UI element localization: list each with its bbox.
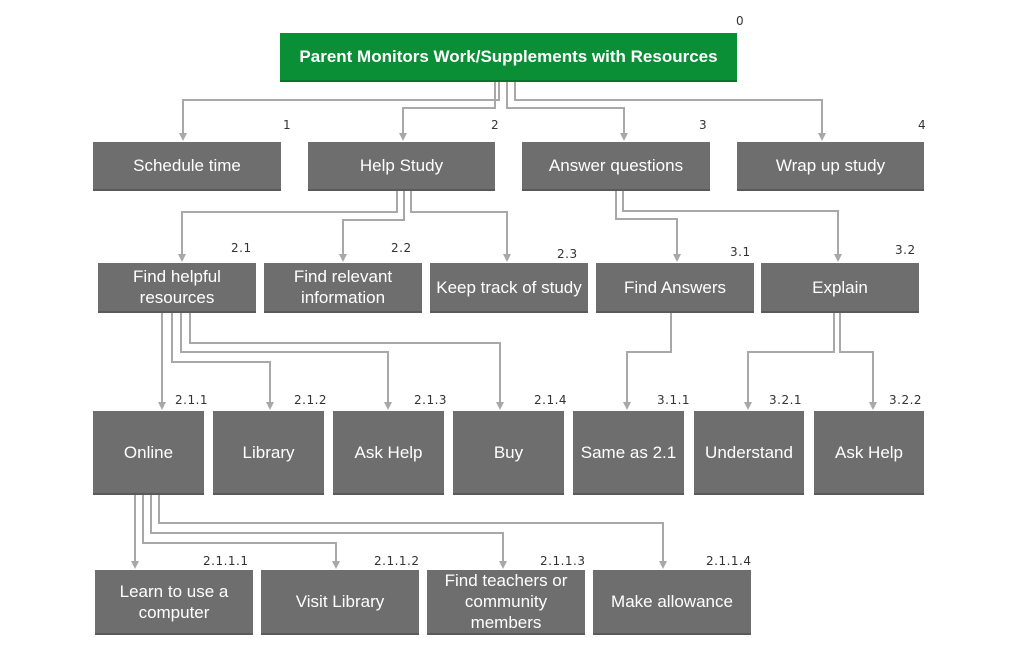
node-number-2-1-2: 2.1.2 bbox=[294, 393, 328, 407]
edge-2.1.1-2.1.1.3 bbox=[150, 495, 507, 569]
edge-3-3.1 bbox=[615, 191, 681, 262]
node-label-2-1-2: Library bbox=[242, 442, 295, 462]
node-2: Help Study bbox=[308, 142, 495, 191]
node-4: Wrap up study bbox=[737, 142, 924, 191]
node-label-4: Wrap up study bbox=[775, 156, 886, 175]
node-2-3: Keep track of study bbox=[430, 263, 588, 313]
node-2-1-1-4: Make allowance bbox=[593, 570, 751, 635]
node-number-2-1-1-1: 2.1.1.1 bbox=[203, 554, 249, 568]
node-label-3: Answer questions bbox=[548, 156, 684, 175]
node-number-3-1: 3.1 bbox=[730, 245, 751, 259]
node-number-2-1-1-3: 2.1.1.3 bbox=[540, 554, 586, 568]
node-label-1: Schedule time bbox=[133, 156, 241, 175]
node-2-1-1-1: Learn to use a computer bbox=[95, 570, 253, 635]
node-2-1-4: Buy bbox=[453, 411, 564, 495]
edge-3.1-3.1.1 bbox=[623, 313, 672, 410]
edge-3.2-3.2.1 bbox=[744, 313, 835, 410]
node-label-3-1-1: Same as 2.1 bbox=[580, 442, 677, 462]
edge-2-2.2 bbox=[339, 191, 405, 262]
node-label-2-1-3: Ask Help bbox=[354, 442, 423, 462]
edge-0-3 bbox=[506, 82, 628, 141]
node-number-3-2-2: 3.2.2 bbox=[889, 393, 923, 407]
edge-2-2.1 bbox=[178, 191, 398, 262]
node-2-1-2: Library bbox=[213, 411, 324, 495]
node-2-1-1: Online bbox=[93, 411, 204, 495]
node-3-2: Explain bbox=[761, 263, 919, 313]
node-number-3: 3 bbox=[699, 118, 708, 132]
node-3: Answer questions bbox=[522, 142, 710, 191]
node-number-3-1-1: 3.1.1 bbox=[657, 393, 691, 407]
edge-2.1-2.1.4 bbox=[189, 313, 504, 410]
node-number-1: 1 bbox=[283, 118, 292, 132]
node-number-2-1-1-2: 2.1.1.2 bbox=[374, 554, 420, 568]
node-number-2-3: 2.3 bbox=[557, 247, 578, 261]
node-label-2-1-1-1: Learn to use a computer bbox=[119, 581, 229, 622]
node-label-2-1-1-2: Visit Library bbox=[295, 592, 385, 611]
edge-3.2-3.2.2 bbox=[839, 313, 877, 410]
node-3-2-2: Ask Help bbox=[814, 411, 924, 495]
node-2-1-3: Ask Help bbox=[333, 411, 444, 495]
edge-2.1-2.1.2 bbox=[171, 313, 274, 410]
node-label-3-1-text: Find Answers bbox=[623, 277, 727, 297]
node-label-3-2-2: Ask Help bbox=[834, 442, 904, 462]
node-label-3-2: Explain bbox=[812, 277, 868, 297]
node-label-2-1-1-4: Make allowance bbox=[611, 592, 733, 611]
node-label-2-3: Keep track of study bbox=[436, 277, 582, 297]
node-label-2-1: Find helpful resources bbox=[133, 267, 221, 307]
node-2-1: Find helpful resources bbox=[98, 263, 256, 313]
node-3-1: Online Find Answers bbox=[596, 263, 754, 313]
node-number-2-1: 2.1 bbox=[231, 241, 252, 255]
node-number-4: 4 bbox=[918, 118, 927, 132]
edge-0-1 bbox=[179, 82, 500, 141]
node-label-2-1-1: Online bbox=[123, 442, 174, 462]
node-label-3-2-1: Understand bbox=[705, 442, 793, 462]
node-1: Schedule time bbox=[93, 142, 281, 191]
node-label-0: Parent Monitors Work/Supplements with Re… bbox=[299, 47, 718, 66]
node-2-2: Find relevant information bbox=[264, 263, 422, 313]
node-label-2-1-4: Buy bbox=[493, 442, 524, 462]
node-2-1-1-2: Visit Library bbox=[261, 570, 419, 635]
edge-2.1.1-2.1.1.4 bbox=[158, 495, 667, 569]
node-number-2-1-1-4: 2.1.1.4 bbox=[706, 554, 752, 568]
edge-3-3.2 bbox=[622, 191, 842, 262]
node-2-1-1-3: Find teachers or community members bbox=[427, 570, 585, 635]
node-number-2-1-1: 2.1.1 bbox=[175, 393, 209, 407]
node-number-3-2: 3.2 bbox=[895, 243, 916, 257]
edge-2.1.1-2.1.1.2 bbox=[142, 495, 340, 569]
node-number-2-1-4: 2.1.4 bbox=[534, 393, 568, 407]
node-3-2-1: Understand bbox=[694, 411, 804, 495]
edge-2.1-2.1.3 bbox=[180, 313, 392, 410]
node-label-2-2: Find relevant information bbox=[293, 267, 393, 307]
node-number-3-2-1: 3.2.1 bbox=[769, 393, 803, 407]
node-label-2: Help Study bbox=[359, 156, 444, 175]
node-number-2-1-3: 2.1.3 bbox=[414, 393, 448, 407]
edge-2-2.3 bbox=[410, 191, 511, 262]
edge-0-2 bbox=[399, 82, 496, 141]
node-number-2: 2 bbox=[491, 118, 500, 132]
node-number-0: 0 bbox=[736, 14, 745, 28]
node-0: Parent Monitors Work/Supplements with Re… bbox=[280, 33, 737, 82]
node-number-2-2: 2.2 bbox=[391, 241, 412, 255]
node-3-1-1: Same as 2.1 bbox=[573, 411, 684, 495]
node-label-2-1-1-3: Find teachers or community members bbox=[444, 571, 568, 632]
edge-0-4 bbox=[514, 82, 826, 141]
